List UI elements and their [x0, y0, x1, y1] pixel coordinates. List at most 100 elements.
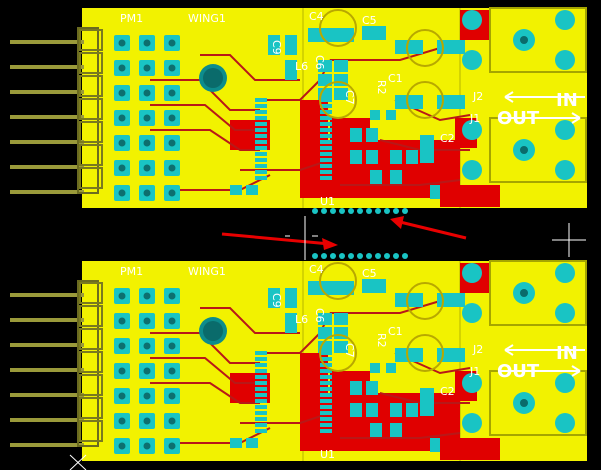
smd-pad: [330, 281, 354, 295]
th-hole: [168, 164, 176, 172]
arrow-right-head: [390, 216, 404, 229]
copper-region: [440, 438, 500, 460]
smd-pad: [285, 313, 297, 333]
smd-pad: [370, 363, 380, 373]
via: [384, 253, 390, 259]
th-hole: [143, 114, 151, 122]
th-hole: [168, 292, 176, 300]
header-slot: [79, 144, 103, 166]
th-hole: [118, 39, 126, 47]
via: [339, 208, 345, 214]
ic-pin: [320, 116, 332, 120]
ic-pin: [255, 122, 267, 126]
silk-label-wing1: WING1: [188, 265, 226, 278]
copper-region: [440, 185, 500, 207]
header-pin: [10, 115, 84, 119]
cap-outline: [319, 262, 357, 300]
silk-label-j2: J2: [472, 90, 483, 103]
rf-ground-pad: [462, 160, 482, 180]
via: [375, 208, 381, 214]
via: [402, 253, 408, 259]
via: [366, 208, 372, 214]
silk-label-r2: R2: [375, 80, 388, 95]
ic-pin: [320, 122, 332, 126]
rf-ground-pad: [462, 50, 482, 70]
smd-pad: [395, 40, 423, 54]
header-pin: [10, 165, 84, 169]
th-hole: [143, 189, 151, 197]
th-hole: [118, 367, 126, 375]
header-slot: [79, 305, 103, 327]
ic-pin: [255, 98, 267, 102]
header-pin: [10, 343, 84, 347]
header-slot: [79, 75, 103, 97]
rf-ground-pad: [462, 373, 482, 393]
via: [348, 208, 354, 214]
rf-ground-pad: [462, 10, 482, 30]
header-pin: [10, 393, 84, 397]
rf-ground-pad: [555, 160, 575, 180]
header-slot: [79, 282, 103, 304]
silk-label-l6: L6: [295, 60, 308, 73]
smd-pad: [370, 110, 380, 120]
header-pin: [10, 368, 84, 372]
via: [348, 253, 354, 259]
via: [402, 208, 408, 214]
header-slot: [79, 397, 103, 419]
th-hole: [143, 367, 151, 375]
th-hole: [118, 89, 126, 97]
th-hole: [118, 114, 126, 122]
smd-pad: [334, 60, 348, 72]
via: [375, 253, 381, 259]
ic-pin: [320, 429, 332, 433]
smd-pad: [350, 381, 362, 395]
ic-pin: [320, 399, 332, 403]
smd-pad: [437, 293, 465, 307]
rf-ground-pad: [555, 10, 575, 30]
smd-pad: [370, 170, 382, 184]
ic-pin: [255, 134, 267, 138]
ic-pin: [320, 176, 332, 180]
ic-pin: [255, 152, 267, 156]
ic-pin: [255, 110, 267, 114]
ic-pin: [255, 387, 267, 391]
silk-label-pm1: PM1: [120, 265, 143, 278]
smd-pad: [285, 288, 297, 308]
th-hole: [143, 292, 151, 300]
header-pin: [10, 190, 84, 194]
silk-label-c6: C6: [313, 55, 326, 70]
th-hole: [143, 392, 151, 400]
header-slot: [79, 374, 103, 396]
via: [321, 208, 327, 214]
th-hole: [118, 164, 126, 172]
trace: [340, 179, 461, 186]
smd-pad: [285, 35, 297, 55]
ic-pin: [320, 164, 332, 168]
ic-pin: [320, 110, 332, 114]
smd-pad: [390, 403, 402, 417]
smd-pad: [330, 28, 354, 42]
trace: [150, 129, 260, 151]
silk-label-c4: C4: [309, 10, 324, 23]
smd-pad: [420, 388, 434, 416]
trace: [330, 300, 441, 314]
smd-pad: [386, 110, 396, 120]
silk-label-j1: J1: [469, 112, 480, 125]
silk-arrow-out: [498, 365, 581, 377]
trace: [150, 357, 260, 384]
ic-pin: [255, 423, 267, 427]
trace: [200, 307, 300, 334]
header-slot: [79, 167, 103, 189]
th-hole: [168, 139, 176, 147]
rf-ground-pad: [462, 303, 482, 323]
via: [321, 253, 327, 259]
silk-label-u1: U1: [320, 448, 335, 461]
ic-pin: [320, 104, 332, 108]
smd-pad: [437, 40, 465, 54]
silk-label-c2: C2: [440, 132, 455, 145]
header-pin: [10, 318, 84, 322]
header-pin: [10, 140, 84, 144]
ic-pin: [255, 369, 267, 373]
smd-pad: [406, 403, 418, 417]
